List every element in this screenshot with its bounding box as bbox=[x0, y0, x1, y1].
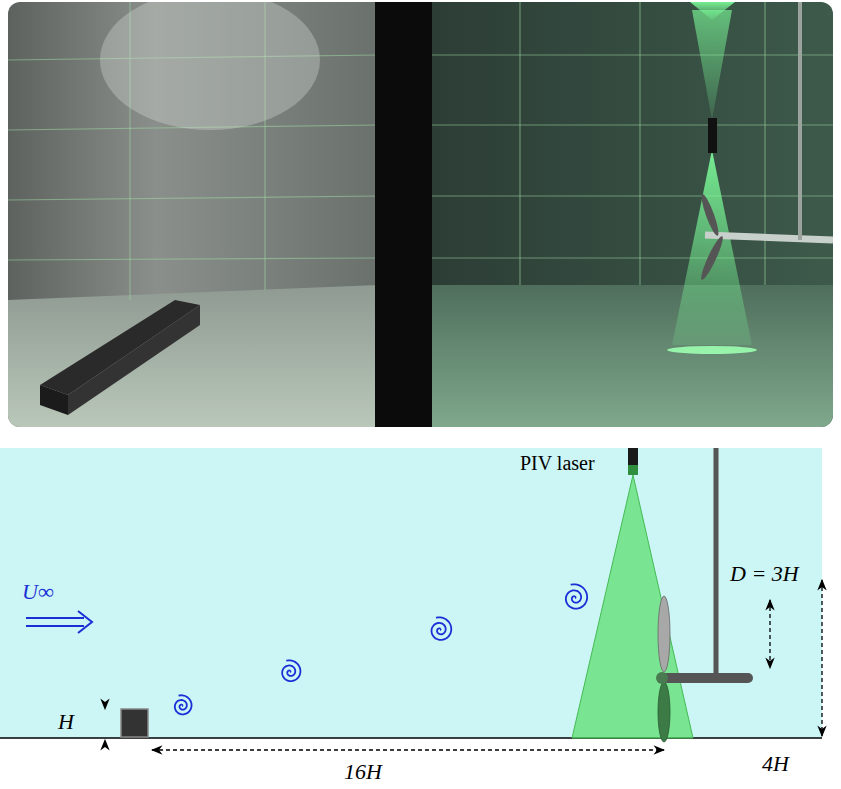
distance-label: 16H bbox=[342, 760, 384, 784]
freestream-label: U∞ bbox=[20, 580, 56, 604]
laser-label: PIV laser bbox=[518, 452, 597, 474]
wind-tunnel-photo bbox=[8, 2, 833, 427]
diameter-label: D = 3H bbox=[728, 562, 801, 586]
turbine-mast bbox=[714, 448, 719, 676]
rotor-blade bbox=[658, 682, 670, 742]
schematic bbox=[0, 448, 822, 750]
rotor-blade bbox=[658, 596, 670, 672]
nacelle bbox=[662, 673, 748, 683]
height-label: H bbox=[56, 710, 76, 734]
vortex-spiral bbox=[566, 584, 587, 608]
laser-head bbox=[628, 448, 638, 475]
square-obstacle bbox=[121, 709, 148, 737]
rotor-hub bbox=[656, 672, 668, 684]
vortex-spiral bbox=[175, 695, 192, 714]
laser-sheet bbox=[572, 475, 693, 738]
freestream-arrow bbox=[26, 611, 92, 633]
dimension-arrows bbox=[105, 580, 822, 750]
vortex-spiral bbox=[432, 617, 452, 640]
laser-lens bbox=[628, 465, 638, 475]
vortex-spiral bbox=[282, 660, 300, 681]
vortices bbox=[175, 584, 587, 714]
flow-domain bbox=[0, 448, 822, 738]
depth-label: 4H bbox=[760, 752, 791, 776]
